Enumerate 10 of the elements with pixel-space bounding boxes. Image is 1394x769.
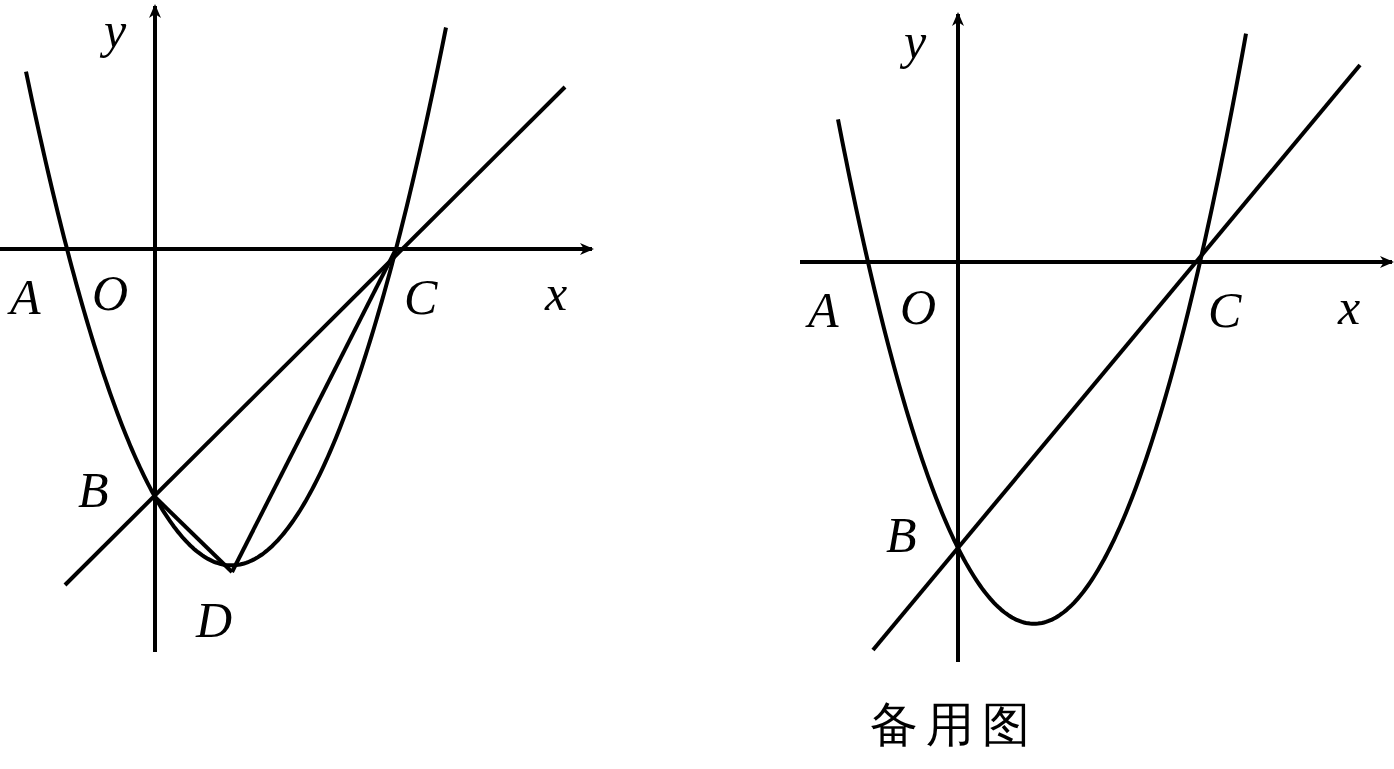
- point-label: O: [900, 282, 937, 332]
- axis-label: x: [545, 268, 568, 318]
- caption: 备用图: [870, 700, 1038, 748]
- axis-label: x: [1338, 282, 1361, 332]
- point-label: C: [404, 272, 438, 322]
- point-label: D: [196, 595, 233, 645]
- point-label: B: [78, 465, 109, 515]
- point-label: C: [1208, 285, 1242, 335]
- point-label: O: [92, 268, 129, 318]
- point-label: B: [886, 510, 917, 560]
